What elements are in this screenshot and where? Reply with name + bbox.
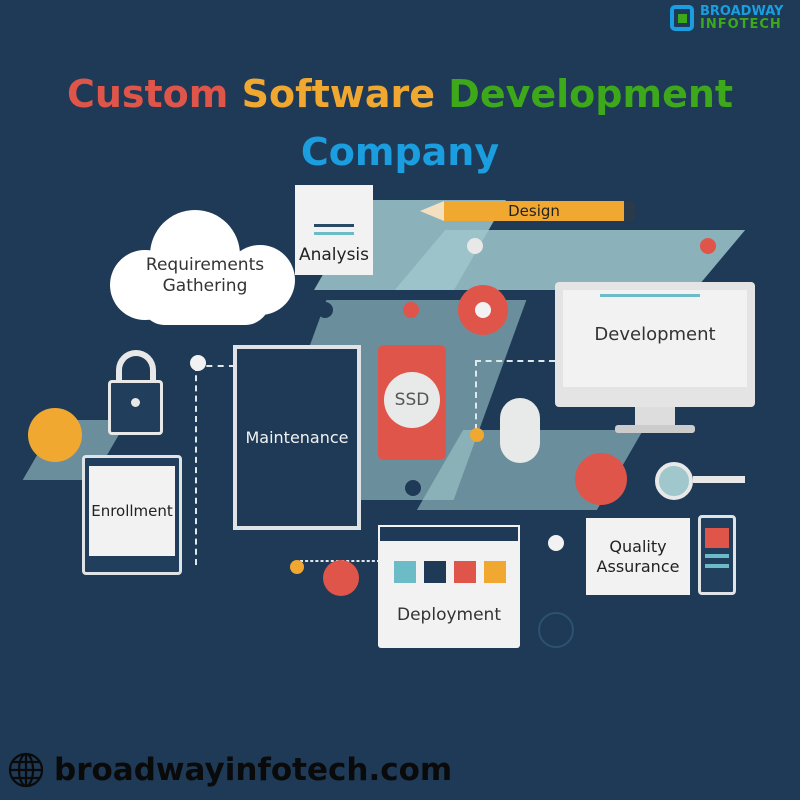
magnifier-handle <box>693 476 745 483</box>
decor-dot <box>575 453 627 505</box>
decor-dot <box>190 355 206 371</box>
decor-dot <box>548 535 564 551</box>
logo-icon <box>670 5 694 31</box>
footer: broadwayinfotech.com <box>8 752 452 788</box>
pencil-design: Design <box>420 201 635 221</box>
ssd-drive: SSD <box>378 345 446 460</box>
connector-line <box>475 360 555 430</box>
decor-dot <box>323 560 359 596</box>
decor-dot <box>467 238 483 254</box>
decor-dot <box>700 238 716 254</box>
world-map-shape <box>394 230 746 290</box>
globe-icon <box>8 752 44 788</box>
decor-dot <box>28 408 82 462</box>
decor-dot <box>403 302 419 318</box>
connector-line <box>195 365 235 565</box>
logo-line2: INFOTECH <box>700 17 782 32</box>
decor-dot <box>405 480 421 496</box>
decor-dot <box>290 560 304 574</box>
page-title: Custom Software Development <box>66 72 734 116</box>
phone-enrollment: Enrollment <box>82 455 182 575</box>
lock-icon <box>108 350 163 435</box>
magnifier-icon <box>655 462 693 500</box>
decor-dot <box>317 302 333 318</box>
analysis-document: Analysis <box>295 185 373 275</box>
website-link[interactable]: broadwayinfotech.com <box>54 752 453 788</box>
gear-center <box>475 302 491 318</box>
tablet-maintenance: Maintenance <box>233 345 361 530</box>
card-quality-assurance: Quality Assurance <box>586 518 690 595</box>
decor-dot <box>538 612 574 648</box>
logo: BROADWAY INFOTECH <box>670 5 783 31</box>
mouse-icon <box>500 398 540 463</box>
cloud-requirements: Requirements Gathering <box>110 210 295 325</box>
decor-dot <box>470 428 484 442</box>
page-title-line2: Company <box>300 130 500 174</box>
monitor-development: Development <box>555 282 755 437</box>
phone-icon <box>698 515 736 595</box>
window-deployment: Deployment <box>378 525 520 648</box>
logo-line1: BROADWAY <box>700 4 784 19</box>
